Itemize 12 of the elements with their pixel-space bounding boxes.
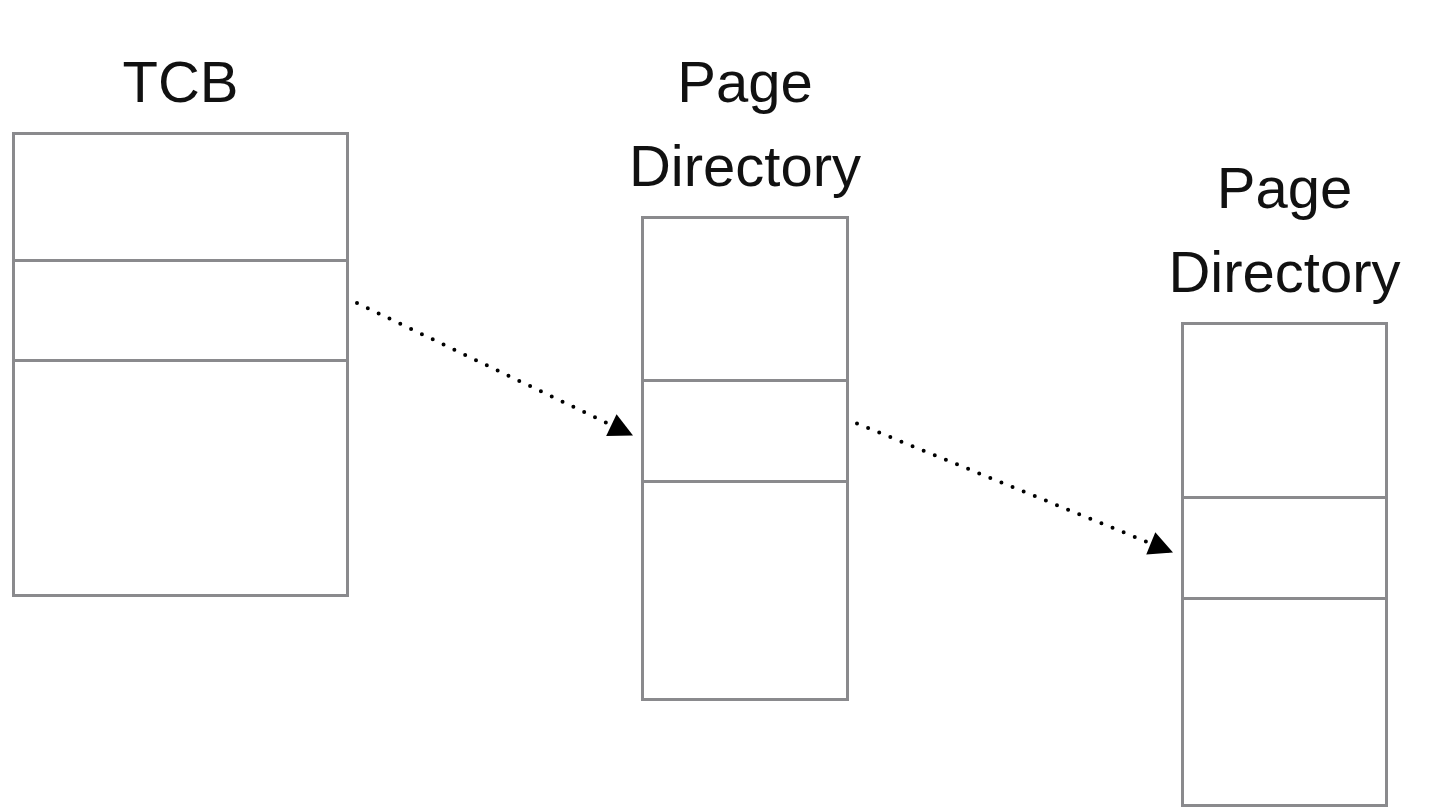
table-row [12, 359, 349, 597]
table-row [12, 259, 349, 362]
table-row [1181, 597, 1388, 807]
table-row [641, 216, 849, 382]
table-row [1181, 496, 1388, 600]
column-heading: TCB [121, 48, 240, 116]
table-row [641, 379, 849, 483]
column-heading: Page Directory [628, 48, 862, 200]
table-row [12, 132, 349, 262]
column-heading: Page Directory [1167, 154, 1402, 306]
table-row [641, 480, 849, 701]
table-row [1181, 322, 1388, 499]
